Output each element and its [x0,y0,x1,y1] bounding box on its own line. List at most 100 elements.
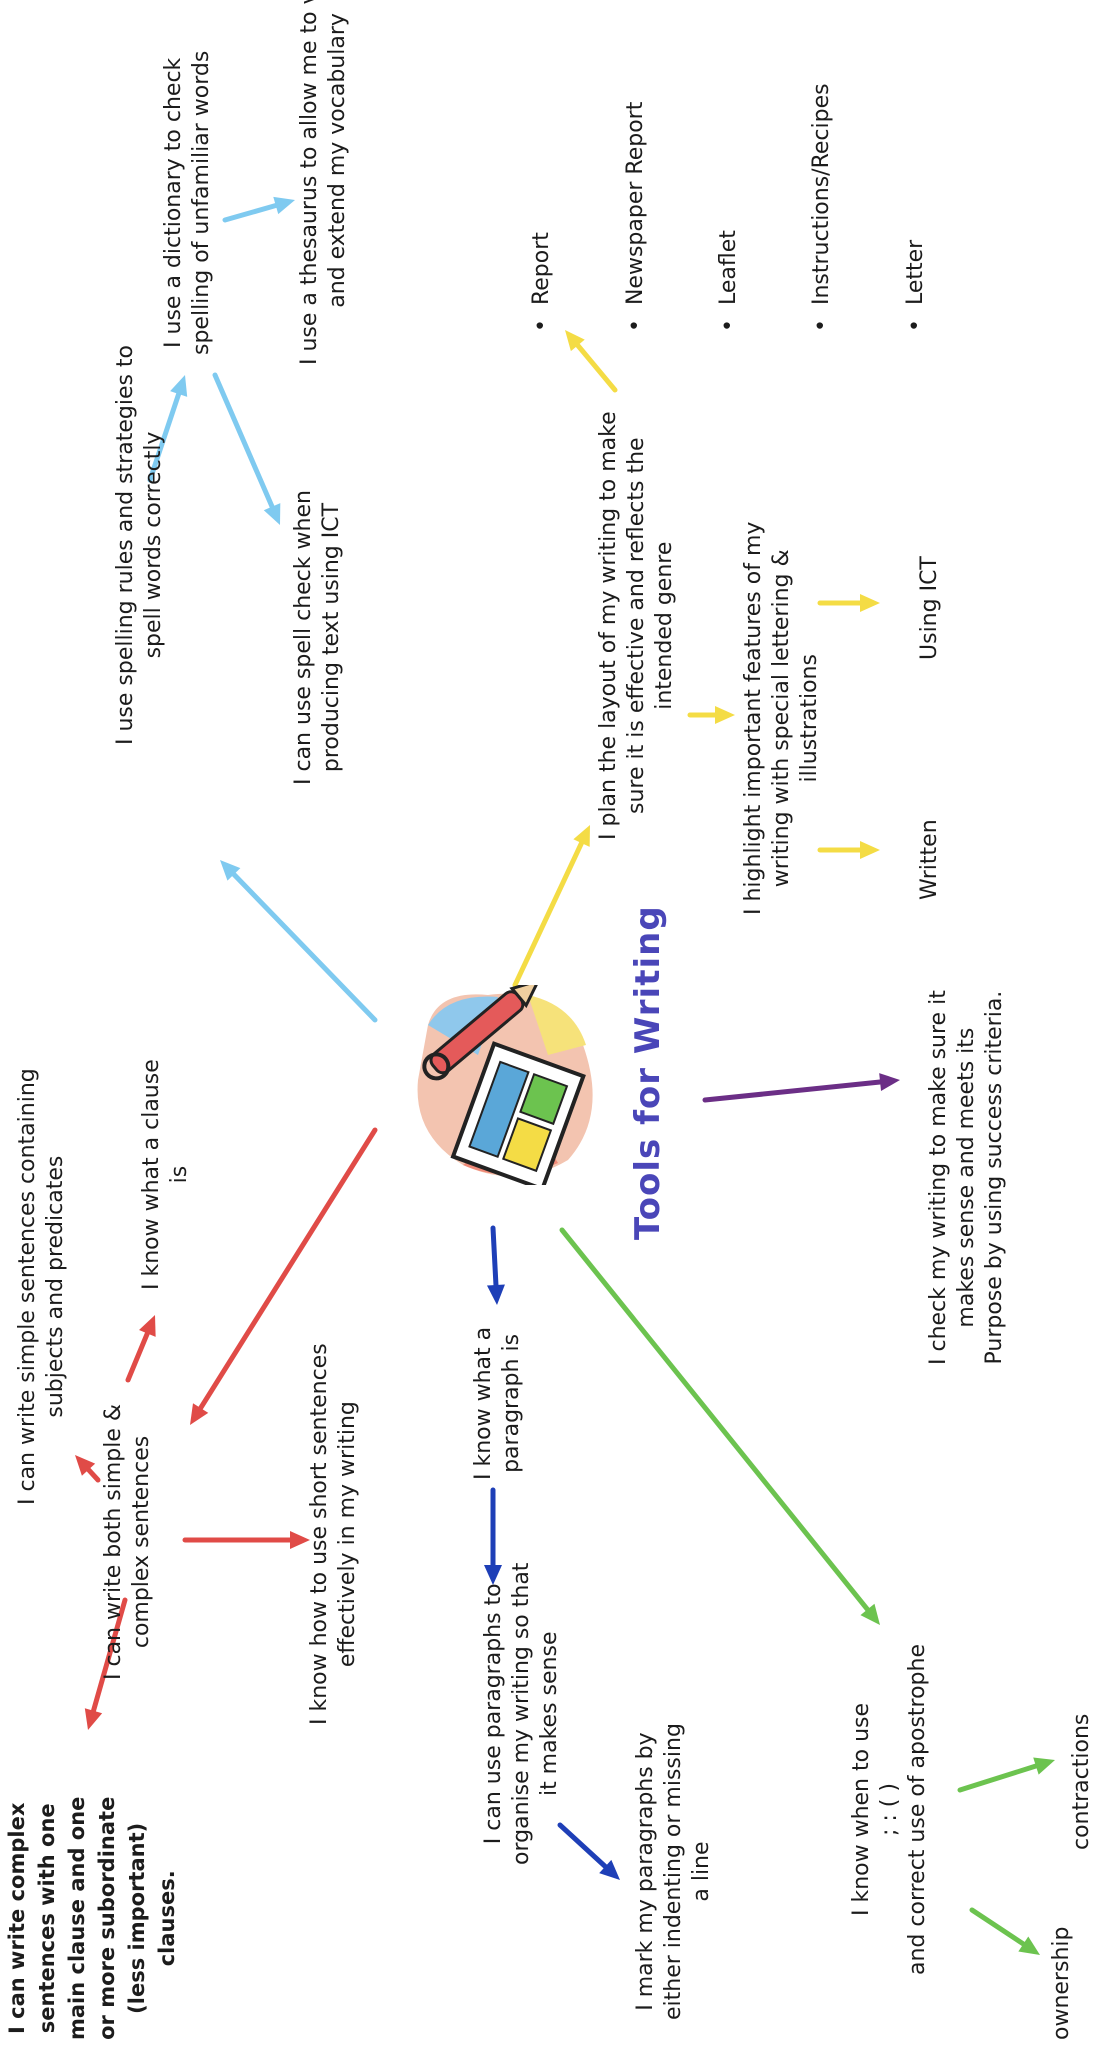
layout-arrow-shaft [575,342,618,393]
clause-line: I know what a clause [139,1059,164,1290]
paragraph-mark-line: I mark my paragraphs by [633,1732,658,2011]
genre-item: • Report [528,232,556,332]
ownership-text: ownership [1049,1926,1074,2040]
short-sentences-line: effectively in my writing [335,1401,360,1668]
sentences-arrow-shaft [86,1467,101,1483]
genre-instructions: Instructions/Recipes [809,83,834,306]
spelling-arrow-head [263,503,281,525]
genre-item: • Instructions/Recipes [808,83,836,332]
spelling-arrow-head [273,196,295,215]
layout-arrow-head [860,594,880,612]
simple-sentences-node: I can write simple sentences containing … [14,1068,70,1505]
spelling-arrow-head [170,375,188,397]
sentences-arrow-shaft [90,1597,128,1714]
punctuation-node: I know when to use ; : ( ) and correct u… [848,1644,932,1975]
genre-newspaper-report: Newspaper Report [623,101,648,306]
complex-line: clauses. [155,1870,179,1967]
paragraphs-arrow-head [486,1284,505,1305]
punctuation-arrow-shaft [969,1907,1026,1947]
clause-line: is [167,1165,192,1184]
complex-line: sentences with one [35,1803,59,2034]
paragraph-know-line: paragraph is [499,1333,524,1473]
genre-item: • Leaflet [715,230,743,332]
bullet-icon: • [623,305,648,332]
genre-letter: Letter [903,239,928,306]
pen-and-paper-clipart [417,985,593,1185]
dictionary-node: I use a dictionary to check spelling of … [160,51,216,355]
written-text: Written [917,819,942,900]
layout-arrow-shaft [512,840,585,988]
layout-node: I plan the layout of my writing to make … [595,411,679,840]
spell-check-line: producing text using ICT [319,502,344,773]
complex-sentences-node: I can write complex sentences with one m… [2,1797,182,2040]
checking-line: Purpose by using success criteria. [982,990,1007,1365]
checking-arrow-shaft [702,1079,883,1103]
genre-item: • Newspaper Report [622,102,650,332]
contractions-text: contractions [1069,1713,1094,1850]
spelling-rules-line: I use spelling rules and strategies to [113,344,138,745]
paragraph-mark-line: a line [689,1841,714,1902]
spell-check-line: I can use spell check when [291,490,316,785]
punctuation-arrow-head [860,1603,880,1625]
highlight-line: writing with special lettering & [769,549,794,888]
punctuation-arrow-head [1018,1936,1040,1955]
highlight-node: I highlight important features of my wri… [740,522,824,915]
written-label: Written [916,819,944,900]
sentences-arrow-head [75,1455,96,1476]
paragraph-mark-line: either indenting or missing [661,1723,686,2020]
thesaurus-node: I use a thesaurus to allow me to vary an… [296,0,352,365]
page-title-text: Tools for Writing [628,905,668,1240]
checking-line: makes sense and meets its [954,1027,979,1328]
complex-line: (less important) [125,1822,149,2014]
punctuation-line: and correct use of apostrophe [905,1644,930,1975]
clause-node: I know what a clause is [138,1059,194,1290]
paragraph-organise-line: I can use paragraphs to [481,1583,506,1845]
simple-complex-line: I can write both simple & [101,1403,126,1680]
punctuation-arrow-head [1033,1757,1055,1775]
ownership-label: ownership [1048,1927,1076,2040]
genre-report: Report [529,232,554,306]
checking-line: I check my writing to make sure it [926,990,951,1365]
bullet-icon: • [529,305,554,332]
checking-node: I check my writing to make sure it makes… [925,990,1009,1365]
layout-line: I plan the layout of my writing to make [596,411,621,840]
paragraph-know-node: I know what a paragraph is [470,1327,526,1480]
dictionary-line: I use a dictionary to check [161,57,186,348]
bullet-icon: • [903,305,928,332]
bullet-icon: • [809,305,834,332]
simple-complex-line: complex sentences [129,1435,154,1649]
sentences-arrow-shaft [198,1127,378,1411]
layout-arrow-head [573,825,590,847]
punctuation-arrow-shaft [957,1763,1039,1793]
sentences-arrow-shaft [125,1330,150,1383]
sentences-arrow-head [290,1531,310,1549]
complex-line: main clause and one [65,1796,89,2040]
highlight-line: illustrations [797,654,822,783]
layout-line: sure it is effective and reflects the [624,437,649,814]
paragraph-know-line: I know what a [471,1326,496,1480]
simple-sentences-line: I can write simple sentences containing [15,1068,40,1505]
page-title: Tools for Writing [628,905,668,1240]
layout-line: intended genre [652,541,677,710]
paragraphs-arrow-shaft [490,1225,499,1288]
layout-arrow-head [715,706,735,724]
bullet-icon: • [716,305,741,332]
paragraphs-arrow-head [484,1565,502,1585]
layout-arrow-head [565,330,585,352]
paragraphs-arrow-head [599,1859,620,1880]
paragraph-organise-node: I can use paragraphs to organise my writ… [480,1563,564,1865]
contractions-label: contractions [1068,1714,1096,1850]
paragraph-organise-line: it makes sense [537,1631,562,1797]
sentences-arrow-head [84,1708,103,1730]
highlight-line: I highlight important features of my [741,521,766,915]
short-sentences-line: I know how to use short sentences [307,1343,332,1725]
using-ict-text: Using ICT [917,556,942,660]
thesaurus-line: and extend my vocabulary [325,13,350,308]
sentences-arrow-head [139,1315,156,1337]
punctuation-arrow-shaft [559,1227,870,1612]
spelling-arrow-shaft [222,202,279,223]
genre-leaflet: Leaflet [716,230,741,306]
sentences-arrow-head [190,1403,209,1425]
